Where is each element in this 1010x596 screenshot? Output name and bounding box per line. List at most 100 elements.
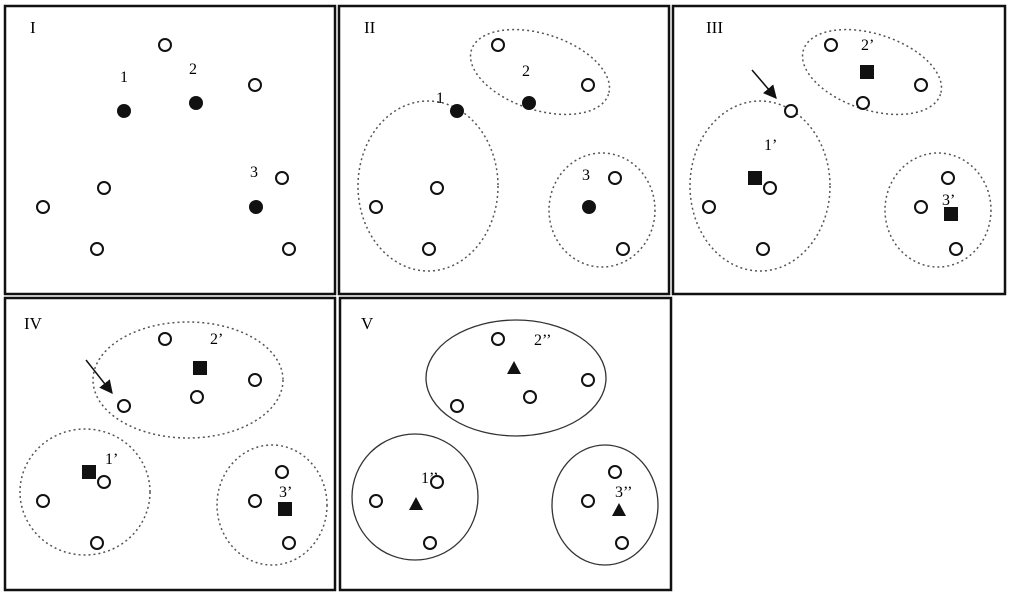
panel-3-frame	[671, 4, 1007, 296]
data-point	[423, 536, 437, 550]
reassign-arrow	[85, 359, 113, 395]
data-point	[581, 373, 595, 387]
data-point	[702, 200, 716, 214]
center-label-1: 1	[120, 69, 128, 86]
data-point	[158, 38, 172, 52]
data-point	[248, 494, 262, 508]
panel-3: III 1’ 2’ 3’	[671, 4, 1007, 296]
panel-1-numeral: I	[30, 18, 36, 37]
data-point	[90, 536, 104, 550]
data-point	[763, 181, 777, 195]
center-label-1: 1’’	[421, 470, 438, 487]
final-cluster-3	[551, 444, 659, 566]
data-point	[275, 465, 289, 479]
updated-center-3	[944, 207, 958, 221]
final-cluster-2	[425, 319, 607, 437]
data-point	[97, 475, 111, 489]
initial-center-2	[522, 96, 536, 110]
data-point	[491, 38, 505, 52]
center-label-2: 2’	[861, 37, 874, 54]
center-label-3: 3’	[942, 192, 955, 209]
tentative-cluster-1	[19, 428, 151, 556]
panel-1: I 1 2 3	[3, 4, 337, 296]
center-label-3: 3’’	[615, 484, 632, 501]
panel-4-frame	[3, 296, 337, 592]
center-label-2: 2	[189, 61, 197, 78]
data-point	[36, 200, 50, 214]
panel-5-frame	[338, 296, 673, 592]
data-point	[90, 242, 104, 256]
data-point	[615, 536, 629, 550]
initial-center-3	[582, 200, 596, 214]
initial-center-3	[249, 200, 263, 214]
data-point	[914, 78, 928, 92]
panel-3-numeral: III	[706, 18, 723, 37]
data-point	[523, 390, 537, 404]
panel-2: II 1 2 3	[337, 4, 671, 296]
panel-5-numeral: V	[361, 314, 374, 333]
final-center-1	[409, 497, 423, 510]
center-label-2: 2’	[210, 331, 223, 348]
data-point	[616, 242, 630, 256]
updated-center-2	[860, 65, 874, 79]
data-point	[581, 78, 595, 92]
updated-center-3	[278, 502, 292, 516]
data-point	[248, 78, 262, 92]
tentative-cluster-3	[548, 152, 656, 268]
data-point	[608, 465, 622, 479]
final-cluster-1	[351, 433, 479, 561]
tentative-cluster-2	[469, 28, 611, 116]
tentative-cluster-3	[884, 152, 992, 268]
data-point	[275, 171, 289, 185]
data-point	[422, 242, 436, 256]
tentative-cluster-1	[689, 100, 831, 272]
data-point	[430, 475, 444, 489]
updated-center-2	[193, 361, 207, 375]
initial-center-1	[117, 104, 131, 118]
data-point	[608, 171, 622, 185]
data-point	[949, 242, 963, 256]
center-label-1: 1’	[105, 451, 118, 468]
final-center-3	[612, 503, 626, 516]
tentative-cluster-1	[357, 100, 499, 272]
panel-5: V 1’’ 2’’ 3’’	[338, 296, 673, 592]
panel-2-numeral: II	[364, 18, 376, 37]
initial-center-1	[450, 104, 464, 118]
data-point	[581, 494, 595, 508]
tentative-cluster-2	[92, 321, 284, 439]
center-label-1: 1’	[764, 137, 777, 154]
data-point	[856, 96, 870, 110]
data-point	[756, 242, 770, 256]
center-label-2: 2’’	[534, 332, 551, 349]
data-point	[117, 399, 131, 413]
initial-center-2	[189, 96, 203, 110]
data-point	[282, 536, 296, 550]
data-point	[158, 332, 172, 346]
center-label-2: 2	[522, 63, 530, 80]
data-point	[914, 200, 928, 214]
tentative-cluster-2	[801, 28, 943, 116]
data-point	[369, 494, 383, 508]
data-point	[190, 390, 204, 404]
data-point	[450, 399, 464, 413]
center-label-3: 3	[250, 164, 258, 181]
tentative-cluster-3	[216, 444, 328, 566]
data-point	[941, 171, 955, 185]
data-point	[491, 332, 505, 346]
data-point	[430, 181, 444, 195]
reassign-arrow	[751, 69, 777, 100]
data-point	[248, 373, 262, 387]
panel-4-numeral: IV	[24, 314, 43, 333]
data-point	[784, 104, 798, 118]
final-center-2	[507, 361, 521, 374]
data-point	[824, 38, 838, 52]
data-point	[97, 181, 111, 195]
data-point	[36, 494, 50, 508]
updated-center-1	[82, 465, 96, 479]
center-label-3: 3	[582, 167, 590, 184]
updated-center-1	[748, 171, 762, 185]
data-point	[369, 200, 383, 214]
center-label-1: 1	[436, 90, 444, 107]
data-point	[282, 242, 296, 256]
